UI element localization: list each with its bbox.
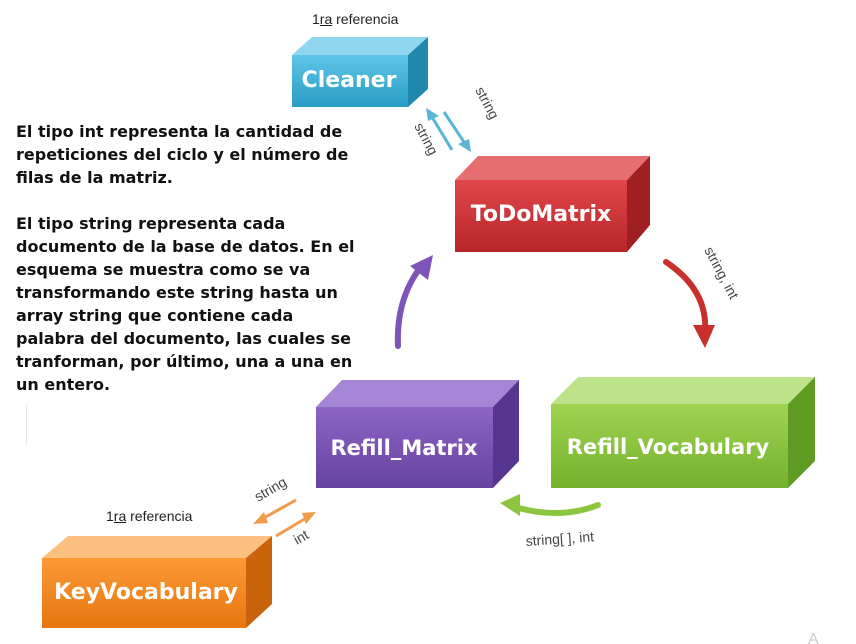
refill-vocabulary-label: Refill_Vocabulary — [567, 435, 770, 459]
keyvocabulary-box: KeyVocabulary — [42, 536, 272, 628]
reference-label-bottom: 1ra referencia — [106, 508, 193, 524]
todomatrix-label: ToDoMatrix — [471, 202, 611, 227]
arrowhead-icon — [410, 255, 433, 280]
keyvocabulary-label: KeyVocabulary — [54, 580, 238, 605]
cleaner-box: Cleaner — [292, 37, 428, 107]
todo-to-vocab-arrow: string, int — [663, 244, 742, 348]
cleaner-label: Cleaner — [302, 68, 397, 93]
vocab-to-matrix-label: string[ ], int — [525, 528, 595, 549]
description-text: El tipo int representa la cantidad de re… — [16, 120, 361, 419]
refill-vocabulary-box: Refill_Vocabulary — [551, 377, 815, 488]
arrowhead-icon — [458, 139, 471, 152]
arrowhead-icon — [302, 512, 316, 524]
arrowhead-icon — [253, 512, 268, 524]
refill-matrix-box: Refill_Matrix — [316, 380, 519, 488]
arrowhead-icon — [500, 494, 520, 516]
divider-line — [26, 405, 27, 445]
key-out-label: string — [252, 474, 290, 505]
corner-mark: A — [808, 631, 819, 644]
todomatrix-box: ToDoMatrix — [455, 156, 650, 252]
cleaner-todo-arrows: string string — [411, 84, 502, 158]
vocab-to-matrix-arrow: string[ ], int — [500, 494, 601, 549]
arrowhead-icon — [693, 325, 715, 348]
matrix-to-todo-arrow — [394, 255, 433, 349]
description-paragraph-string: El tipo string representa cada documento… — [16, 214, 355, 394]
reference-label-top: 1ra referencia — [312, 11, 399, 27]
arrowhead-icon — [426, 108, 439, 121]
todo-to-vocab-label: string, int — [701, 244, 742, 302]
description-paragraph-int: El tipo int representa la cantidad de re… — [16, 122, 349, 187]
refill-matrix-label: Refill_Matrix — [330, 436, 478, 460]
cleaner-out-label: string — [472, 84, 502, 122]
key-in-label: int — [291, 526, 312, 547]
